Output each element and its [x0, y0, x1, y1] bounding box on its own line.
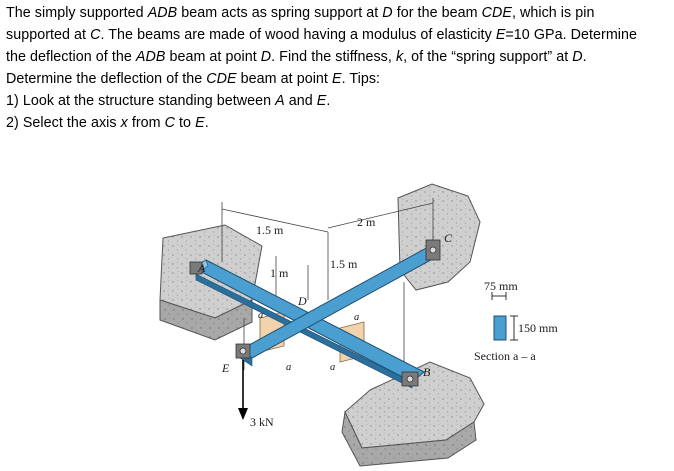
section-a-label-4: a: [330, 362, 335, 373]
bottom-support-rock: [341, 361, 485, 467]
load-label: 3 kN: [250, 415, 274, 429]
load-arrow: [238, 360, 248, 420]
problem-line-3: the deflection of the ADB beam at point …: [6, 49, 587, 65]
section-width-label: 75 mm: [484, 279, 518, 293]
dim-2m: 2 m: [357, 215, 376, 229]
section-a-label-1: a: [258, 310, 263, 321]
problem-line-1: The simply supported ADB beam acts as sp…: [6, 5, 595, 21]
support-hardware: [189, 239, 441, 387]
point-b-label: B: [423, 365, 431, 379]
tip-1: 1) Look at the structure standing betwee…: [6, 93, 331, 109]
dim-1-5m-mid: 1.5 m: [330, 257, 358, 271]
problem-line-2: supported at C. The beams are made of wo…: [6, 27, 638, 43]
section-a-label-2: a: [286, 362, 291, 373]
right-support-rock: [397, 183, 481, 291]
problem-line-4: Determine the deflection of the CDE beam…: [6, 71, 381, 87]
point-d-label: D: [297, 294, 307, 308]
dim-1m: 1 m: [270, 266, 289, 280]
section-a-label-3: a: [354, 312, 359, 323]
dim-1-5m-left: 1.5 m: [256, 223, 284, 237]
tip-2: 2) Select the axis x from C to E.: [6, 115, 209, 131]
section-height-label: 150 mm: [518, 321, 558, 335]
point-a-label: A: [197, 261, 206, 275]
point-e-label: E: [221, 361, 230, 375]
section-caption: Section a – a: [474, 349, 536, 363]
point-c-label: C: [444, 231, 453, 245]
problem-statement: The simply supported ADB beam acts as sp…: [6, 2, 670, 134]
cross-section-detail: [491, 292, 518, 341]
